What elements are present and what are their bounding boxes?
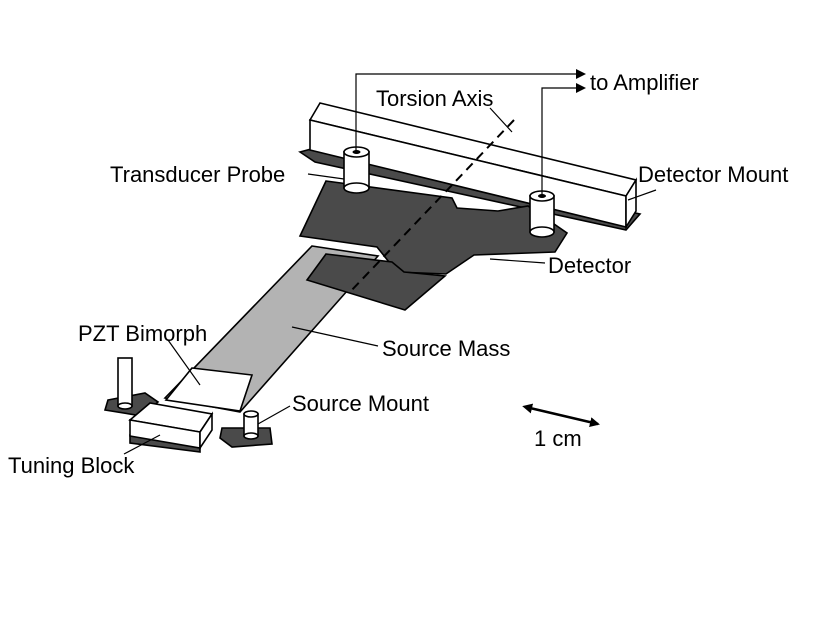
label-source-mount: Source Mount xyxy=(292,391,429,416)
wire-left-to-amplifier xyxy=(355,69,586,152)
torsion-axis-line xyxy=(349,119,515,293)
leader-pzt-bimorph xyxy=(167,339,201,386)
detector-lower-tab xyxy=(305,253,447,311)
source-mount-post-right xyxy=(243,410,259,440)
label-transducer-probe: Transducer Probe xyxy=(110,162,285,187)
label-detector: Detector xyxy=(548,253,631,278)
label-to-amplifier: to Amplifier xyxy=(590,70,699,95)
wire-right-to-amplifier xyxy=(541,83,586,196)
leader-detector xyxy=(489,258,546,264)
label-detector-mount: Detector Mount xyxy=(638,162,788,187)
leader-transducer-probe xyxy=(307,173,345,180)
leader-source-mass xyxy=(291,326,379,347)
transducer-probe-right xyxy=(529,190,555,238)
pzt-bimorph xyxy=(164,367,254,412)
leader-tuning-block xyxy=(123,434,161,455)
leader-source-mount xyxy=(257,405,291,425)
tuning-block xyxy=(128,402,214,453)
leader-torsion-axis xyxy=(489,107,513,133)
scale-bar-arrow xyxy=(522,403,600,428)
transducer-probe-left xyxy=(343,146,370,194)
label-scale-bar: 1 cm xyxy=(534,426,582,451)
label-torsion-axis: Torsion Axis xyxy=(376,86,493,111)
label-source-mass: Source Mass xyxy=(382,336,510,361)
leader-detector-mount xyxy=(627,189,657,201)
label-pzt-bimorph: PZT Bimorph xyxy=(78,321,207,346)
label-tuning-block: Tuning Block xyxy=(8,453,135,478)
source-mount-post-left xyxy=(117,357,133,410)
detector-plate xyxy=(298,180,569,275)
